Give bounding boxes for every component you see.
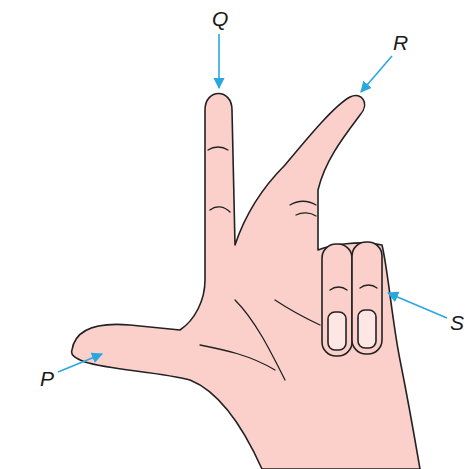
hand-creases xyxy=(200,147,377,380)
part-label: S xyxy=(450,312,464,333)
part-label: R xyxy=(393,32,408,53)
leader-line xyxy=(388,293,447,318)
part-label: Q xyxy=(212,8,228,29)
leader-lines xyxy=(58,34,447,372)
fingernail xyxy=(328,312,346,350)
hand-outline xyxy=(72,94,420,469)
fingernail xyxy=(358,310,376,348)
ring-finger xyxy=(322,244,352,356)
little-finger xyxy=(352,242,382,354)
leader-line xyxy=(218,34,220,88)
leader-line xyxy=(58,354,102,372)
leader-line xyxy=(361,56,392,92)
part-label: P xyxy=(40,368,54,389)
